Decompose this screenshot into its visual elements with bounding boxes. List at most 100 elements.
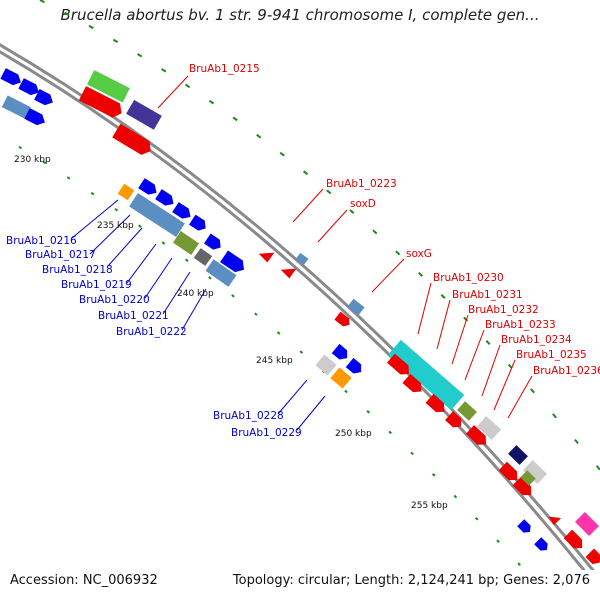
label-BruAb1_0228[interactable]: BruAb1_0228: [213, 410, 284, 422]
label-BruAb1_0232[interactable]: BruAb1_0232: [468, 304, 539, 316]
summary-text: Topology: circular; Length: 2,124,241 bp…: [232, 573, 590, 588]
ring-dot: [299, 350, 304, 354]
label-BruAb1_0235[interactable]: BruAb1_0235: [516, 349, 587, 361]
gene-red-r4[interactable]: [445, 411, 465, 431]
accession-text: Accession: NC_006932: [10, 573, 158, 588]
ring-dot: [232, 116, 238, 122]
gene-blue-left-3[interactable]: [34, 89, 55, 108]
genome-map[interactable]: 230 kbp 235 kbp 240 kbp 245 kbp 250 kbp …: [0, 0, 600, 570]
gene-lightgrey-r[interactable]: [522, 460, 548, 484]
label-BruAb1_0218[interactable]: BruAb1_0218: [42, 264, 113, 276]
gene-red-r1[interactable]: [387, 353, 413, 379]
label-BruAb1_0216[interactable]: BruAb1_0216: [6, 235, 77, 247]
gene-red-r6[interactable]: [498, 461, 522, 485]
label-soxD[interactable]: soxD: [350, 198, 376, 210]
gene-0218-steel[interactable]: [129, 193, 185, 237]
gene-blue-r1[interactable]: [517, 519, 533, 535]
ring-dot: [279, 151, 285, 157]
kbp-label-230: 230 kbp: [14, 155, 51, 165]
gene-blue-m6[interactable]: [220, 250, 248, 275]
gene-blue-left-4[interactable]: [24, 108, 47, 128]
ring-dot: [138, 224, 142, 228]
ring-dot: [88, 24, 94, 30]
kbp-label-235: 235 kbp: [97, 221, 134, 231]
gene-blue-0228b[interactable]: [345, 357, 365, 377]
gene-blue-m3[interactable]: [172, 202, 194, 222]
gene-blue-0228a[interactable]: [331, 343, 351, 363]
ring-dot: [42, 160, 47, 165]
gene-0229-orange[interactable]: [330, 367, 352, 389]
label-BruAb1_0219[interactable]: BruAb1_0219: [61, 279, 132, 291]
ring-dot: [302, 170, 309, 176]
label-BruAb1_0236[interactable]: BruAb1_0236: [533, 365, 600, 377]
gene-0235-lightgrey[interactable]: [476, 416, 502, 440]
ring-dot: [66, 176, 71, 180]
ring-dot: [161, 68, 167, 73]
gene-blue-r2[interactable]: [534, 537, 550, 553]
ring-dot: [254, 312, 258, 316]
gene-red-small[interactable]: [280, 262, 297, 279]
gene-0230-cyan[interactable]: [387, 339, 465, 411]
gene-blue-left-1[interactable]: [0, 68, 23, 88]
gene-red-r2[interactable]: [402, 373, 426, 396]
ring-dot: [395, 250, 401, 256]
ring-dot: [453, 494, 458, 499]
label-BruAb1_0234[interactable]: BruAb1_0234: [501, 334, 572, 346]
map-title: Brucella abortus bv. 1 str. 9-941 chromo…: [60, 6, 540, 24]
gene-0215-green[interactable]: [86, 70, 130, 103]
gene-blue-m1[interactable]: [138, 178, 160, 198]
ring-dot: [530, 388, 535, 394]
gene-soxG-steel[interactable]: [347, 298, 365, 316]
ring-dot: [366, 409, 370, 414]
gene-0233-olive[interactable]: [457, 401, 477, 421]
gene-blue-left-2[interactable]: [18, 78, 41, 98]
gene-blue-m4[interactable]: [189, 214, 209, 234]
label-BruAb1_0223[interactable]: BruAb1_0223: [326, 178, 397, 190]
ring-dot: [349, 209, 355, 215]
gene-red-r5[interactable]: [465, 425, 490, 449]
gene-red-r7[interactable]: [512, 476, 536, 500]
gene-0216-orange[interactable]: [117, 183, 135, 201]
label-BruAb1_0220[interactable]: BruAb1_0220: [79, 294, 150, 306]
ring-dot: [344, 389, 348, 394]
gene-red-r8[interactable]: [547, 511, 562, 526]
gene-blue-m2[interactable]: [155, 189, 177, 209]
gene-red-r10[interactable]: [585, 548, 600, 567]
gene-red-soxG[interactable]: [334, 311, 352, 329]
gene-red-b[interactable]: [112, 123, 155, 158]
kbp-label-255: 255 kbp: [411, 501, 448, 511]
label-BruAb1_0222[interactable]: BruAb1_0222: [116, 326, 187, 338]
gene-red-r3[interactable]: [425, 393, 449, 416]
label-BruAb1_0221[interactable]: BruAb1_0221: [98, 310, 169, 322]
ring-dot: [208, 276, 212, 280]
label-BruAb1_0217[interactable]: BruAb1_0217: [25, 249, 96, 261]
label-BruAb1_0229[interactable]: BruAb1_0229: [231, 427, 302, 439]
kbp-label-245: 245 kbp: [256, 356, 293, 366]
gene-steel-left[interactable]: [1, 95, 31, 119]
label-BruAb1_0230[interactable]: BruAb1_0230: [433, 272, 504, 284]
gene-navy[interactable]: [508, 445, 528, 465]
gene-magenta[interactable]: [574, 511, 600, 537]
gene-0219-olive[interactable]: [172, 231, 200, 255]
ring-dot: [552, 413, 557, 419]
ring-dot: [112, 38, 119, 43]
gene-0223-red[interactable]: [258, 246, 275, 263]
gene-0220-grey[interactable]: [193, 248, 213, 266]
gene-indigo[interactable]: [126, 99, 162, 130]
gene-0215-red[interactable]: [78, 86, 125, 120]
ring-dot: [184, 258, 189, 262]
ring-dot: [410, 451, 414, 456]
gene-0222-steel[interactable]: [205, 259, 237, 287]
gene-soxD-steel[interactable]: [295, 252, 309, 266]
ring-dot: [208, 99, 215, 105]
label-BruAb1_0231[interactable]: BruAb1_0231: [452, 289, 523, 301]
gene-blue-m5[interactable]: [204, 233, 224, 253]
ring-dot: [39, 0, 45, 4]
label-soxG[interactable]: soxG: [406, 248, 432, 260]
gene-red-r9[interactable]: [563, 529, 587, 553]
label-BruAb1_0215[interactable]: BruAb1_0215: [189, 63, 260, 75]
label-BruAb1_0233[interactable]: BruAb1_0233: [485, 319, 556, 331]
gene-olive-r[interactable]: [520, 470, 536, 486]
gene-0228-lightgrey[interactable]: [315, 354, 337, 376]
